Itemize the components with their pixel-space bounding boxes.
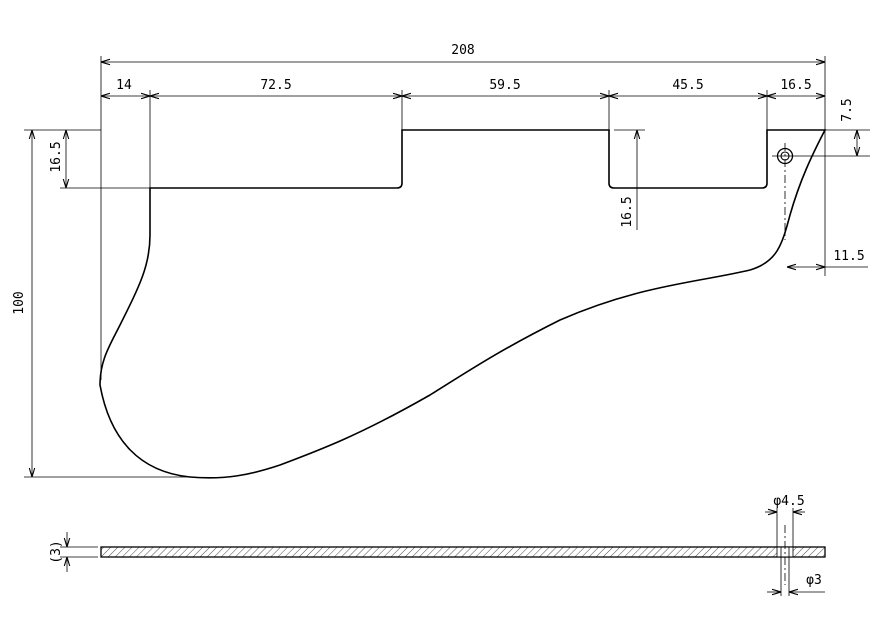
dim-seg-4: 45.5	[672, 78, 703, 93]
dim-left-notch-depth: 16.5	[49, 141, 64, 172]
dim-right-notch-depth: 16.5	[620, 196, 635, 227]
dim-overall-height: 100	[12, 291, 27, 314]
dim-tip-offset: 11.5	[833, 249, 864, 264]
dim-seg-1: 14	[116, 78, 132, 93]
dim-thickness: (3)	[49, 540, 64, 563]
dim-seg-3: 59.5	[489, 78, 520, 93]
dim-hole-outer-dia: φ4.5	[773, 494, 804, 509]
dim-seg-5: 16.5	[780, 78, 811, 93]
side-view-plate	[100, 546, 826, 558]
dim-hole-inner-dia: φ3	[806, 573, 822, 588]
part-outline	[99, 129, 827, 479]
dim-overall-width: 208	[451, 43, 474, 58]
dim-seg-2: 72.5	[260, 78, 291, 93]
dim-hole-from-top: 7.5	[840, 98, 855, 121]
